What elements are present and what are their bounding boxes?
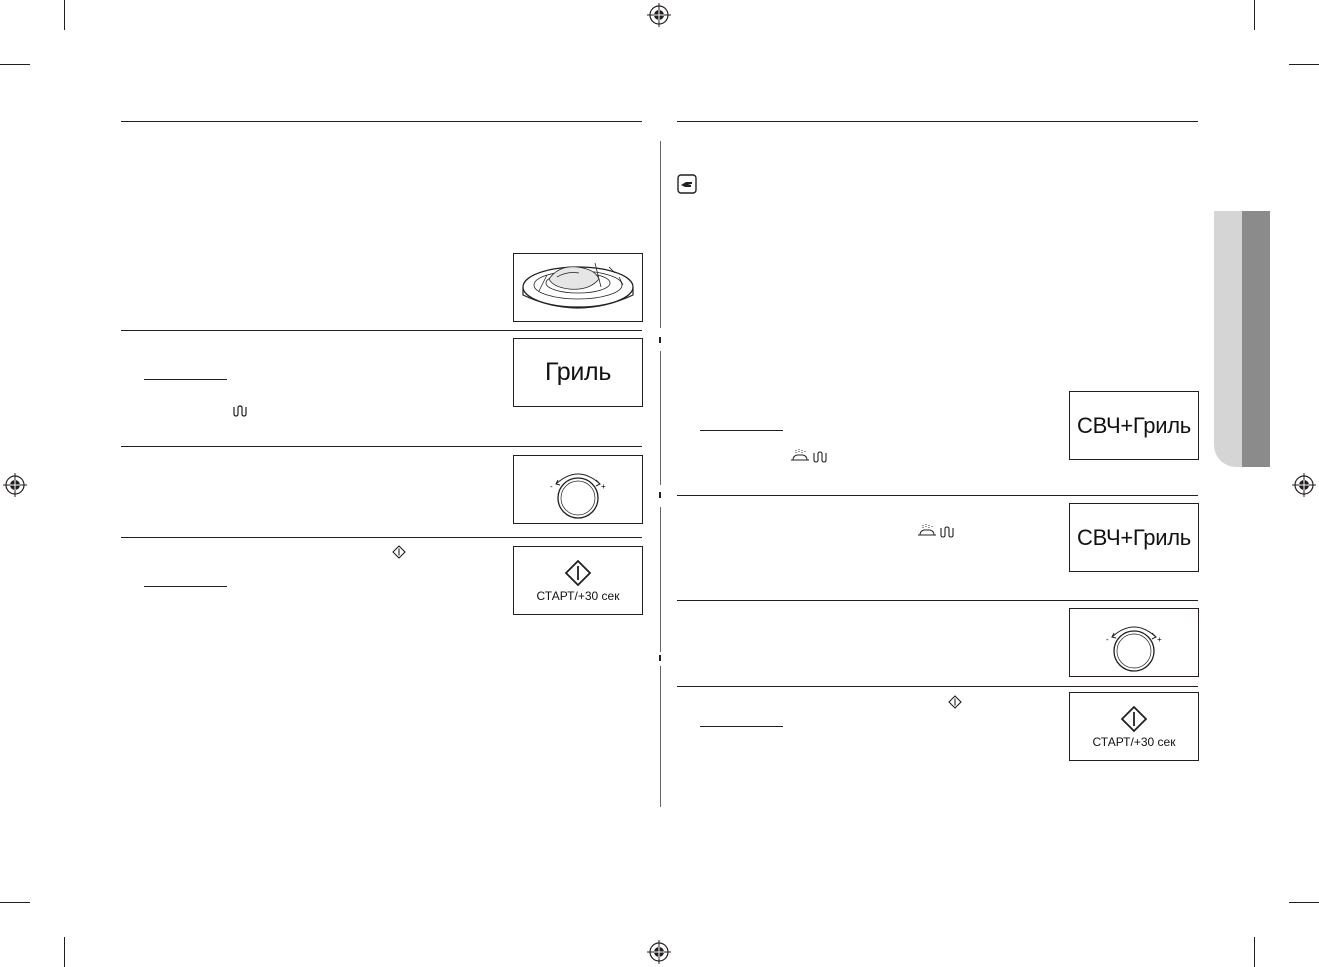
display-combo-1-text: СВЧ+Гриль: [1077, 412, 1191, 438]
note-underline: [700, 430, 783, 431]
crop-mark: [1254, 937, 1255, 967]
crop-mark: [0, 902, 30, 903]
turntable-illustration: [513, 253, 643, 322]
note-hand-icon: [677, 174, 697, 194]
display-combo-2: СВЧ+Гриль: [1069, 503, 1199, 572]
svg-text:-: -: [550, 482, 553, 491]
crop-mark: [64, 937, 65, 967]
center-divider: [660, 507, 661, 652]
right-step-rule: [677, 600, 1198, 601]
start-diamond-icon: [1120, 705, 1148, 732]
divider-mark: [659, 655, 661, 661]
start-diamond-icon: [948, 695, 962, 709]
turntable-icon: [522, 262, 634, 308]
crop-mark: [1289, 64, 1319, 65]
dial-knob-icon[interactable]: - +: [548, 460, 608, 520]
display-grill-text: Гриль: [544, 358, 612, 386]
crop-mark: [64, 0, 65, 30]
start-diamond-icon: [564, 559, 592, 586]
right-step-rule: [677, 495, 1198, 496]
start-button-label: СТАРТ/+30 сек: [536, 588, 620, 603]
crop-mark: [0, 64, 30, 65]
registration-mark-icon: [3, 473, 27, 497]
center-divider: [660, 141, 661, 328]
note-underline: [700, 726, 783, 727]
start-button-panel[interactable]: СТАРТ/+30 сек: [1069, 692, 1199, 761]
registration-mark-icon: [647, 940, 671, 964]
svg-text:+: +: [1157, 635, 1162, 644]
left-step-rule: [121, 330, 642, 331]
section-tab-light: [1214, 211, 1242, 467]
display-grill: Гриль: [513, 338, 643, 407]
right-step-rule: [677, 686, 1198, 687]
left-header-rule: [121, 121, 642, 122]
start-button-panel[interactable]: СТАРТ/+30 сек: [513, 546, 643, 615]
note-underline: [144, 379, 227, 380]
display-combo-2-text: СВЧ+Гриль: [1077, 524, 1191, 550]
center-divider: [660, 351, 661, 485]
microwave-grill-icon: [791, 449, 827, 463]
section-tab-dark: [1242, 211, 1270, 467]
dial-panel: - +: [1069, 608, 1199, 677]
crop-mark: [1289, 902, 1319, 903]
grill-icon: [233, 405, 247, 417]
crop-mark: [1254, 0, 1255, 30]
right-header-rule: [677, 121, 1198, 122]
display-combo-1: СВЧ+Гриль: [1069, 391, 1199, 460]
start-diamond-icon: [392, 545, 406, 559]
svg-text:+: +: [601, 482, 606, 491]
divider-mark: [659, 492, 661, 498]
note-underline: [144, 586, 227, 587]
divider-mark: [659, 337, 661, 343]
start-button-label: СТАРТ/+30 сек: [1092, 734, 1176, 749]
registration-mark-icon: [1292, 473, 1316, 497]
registration-mark-icon: [647, 3, 671, 27]
left-step-rule: [121, 446, 642, 447]
left-step-rule: [121, 537, 642, 538]
dial-panel: - +: [513, 455, 643, 524]
svg-text:-: -: [1106, 635, 1109, 644]
center-divider: [660, 666, 661, 807]
dial-knob-icon[interactable]: - +: [1104, 613, 1164, 673]
microwave-grill-icon: [918, 524, 954, 538]
